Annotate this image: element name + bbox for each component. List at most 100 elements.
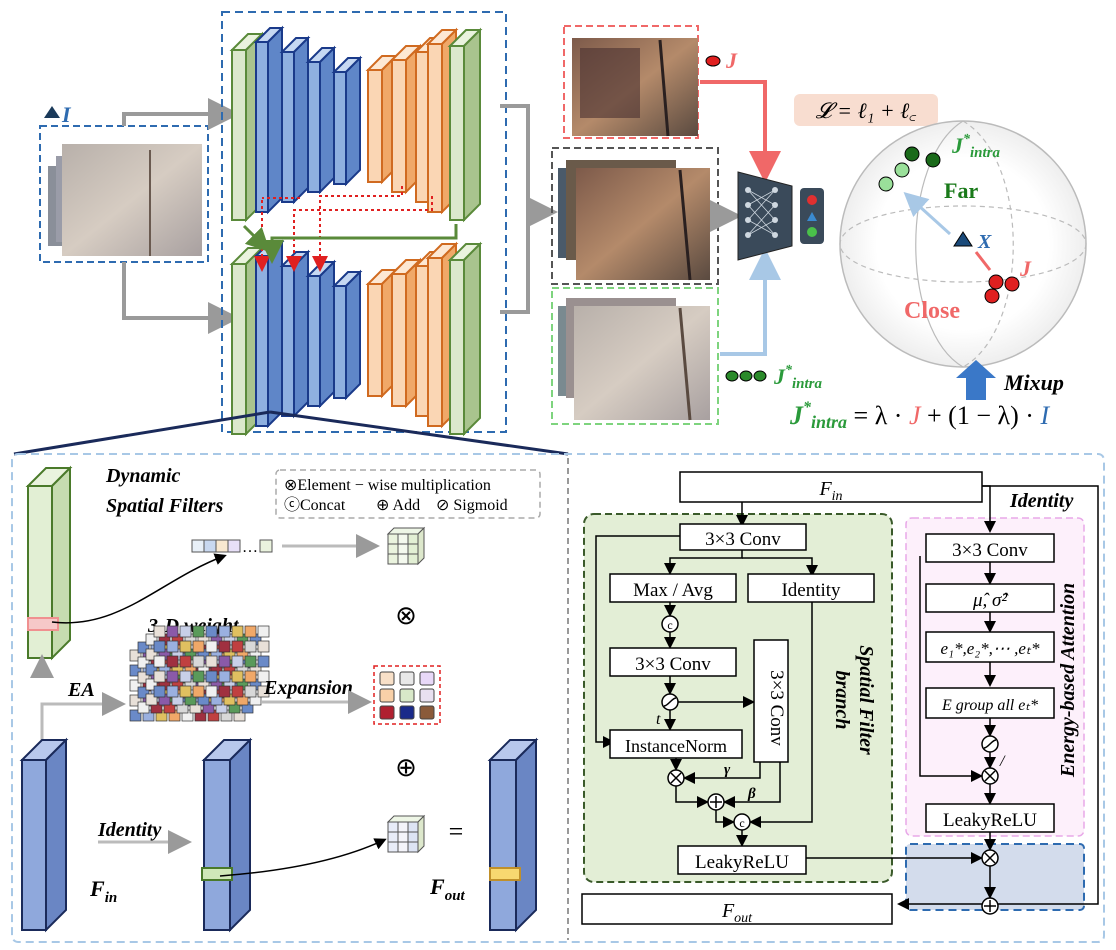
sf-branch-1: Spatial Filter [855,645,877,755]
j-dot [705,55,721,67]
fin-text: Fin [818,478,842,504]
filter-grid-top [386,526,426,566]
zoom-line-right [269,410,569,456]
conv-mid-box [609,647,737,677]
close-label: Close [904,298,960,324]
conv-ea-box [925,533,1055,563]
x-label: X [977,231,992,253]
conv-vert-text: 3×3 Conv [766,670,787,746]
input-hazy-stack [39,125,209,263]
ea-arrow [40,692,126,744]
identity-label: Identity [97,819,161,841]
intra-points [878,146,941,192]
fout-box [581,893,893,925]
input-arrow-bottom [122,262,240,334]
leaky-right-text: LeakyReLU [943,810,1037,831]
zoom-line-left [13,410,271,456]
intra-dots [725,370,767,382]
predicted-image-stack [551,147,719,285]
mult-node-3 [981,849,999,867]
expansion-label: Expansion [263,677,353,699]
sigmoid-node-2 [981,735,999,753]
legend-mult: ⊗Element − wise multiplication [284,477,491,494]
intra-image-stack [551,287,719,425]
mult-node-2 [981,767,999,785]
mixup-label: Mixup [1003,370,1064,395]
sphere-intra-label: J*intra [951,132,1001,161]
input-icon [44,106,60,118]
identity-slab [201,737,253,933]
ea-label: EA [67,679,95,701]
leaky-left-box [677,845,807,875]
fin-identity-line [897,485,1099,910]
green-link-1 [260,224,458,264]
network-box [221,11,507,433]
fin-label: Fin [89,876,117,906]
conv-ea-text: 3×3 Conv [952,540,1028,561]
dsf-title-2: Spatial Filters [106,495,223,517]
far-arrow [903,191,952,236]
add-to-concat [715,810,735,828]
conv-skip [595,535,680,748]
dsf-title-1: Dynamic [105,465,181,487]
ea-skip [919,556,983,782]
mu-sigma-text: μ̂, σ̂² [972,590,1009,611]
green-link-2 [242,224,271,253]
input-arrow-top [122,98,240,130]
mult-to-add [675,786,709,808]
unet-lower [229,239,483,437]
add-node-1 [707,793,725,811]
identity-title: Identity [1009,490,1073,512]
identity-box [747,573,875,603]
to-maxavg [664,550,743,575]
legend-box [275,469,541,519]
j-points [984,274,1020,304]
fout-text: Fout [721,900,753,926]
weight-cube [129,625,270,722]
beta-label: β [747,786,756,802]
conv-top-box [679,523,807,551]
discriminator-icon [737,171,824,261]
sf-branch-2: branch [831,671,853,730]
expanded-grid [373,665,441,725]
filter-tokens: … [191,539,273,556]
clear-image-stack [563,25,699,139]
sigmoid-node-1 [661,693,679,711]
fout-slab [487,737,539,933]
instnorm-text: InstanceNorm [625,736,727,756]
spatial-filter-bg [583,513,893,883]
intra-arrow [720,248,781,356]
svg-text:c: c [667,618,672,632]
e-stars-box [925,631,1055,663]
dynamic-filter-slab [25,465,73,661]
conv-mid-text: 3×3 Conv [635,654,711,675]
equals-symbol: = [449,817,464,846]
unet-upper [229,25,483,223]
filter-grid-bottom [386,814,426,854]
add-symbol: ⊕ [395,753,417,782]
legend-concat: ⓒConcat [284,496,346,514]
slab-to-tokens [51,553,227,624]
svg-text:c: c [739,816,744,830]
x-anchor [953,231,973,247]
loss-box [794,94,938,126]
conv-top-text: 3×3 Conv [705,529,781,550]
fin-box [679,471,983,503]
to-identity [742,557,818,577]
maxavg-box [609,573,737,603]
far-label: Far [944,178,978,203]
legend-sigmoid: ⊘ Sigmoid [436,497,508,514]
loss-text: 𝓛 = ℓ₁ + ℓ꜀ [816,98,917,123]
svg-text:…: … [242,539,258,556]
fin-to-ea [982,485,996,533]
identity-box-text: Identity [781,580,841,601]
concat-node-2: c [733,813,751,831]
e-stars-text: e₁*,e₂*,⋯ ,eₜ* [941,639,1040,658]
identity-to-concat [749,602,813,828]
mixup-equation: J*intra = λ · J + (1 − λ) · I [789,399,1050,432]
conv-vert-box [753,639,789,763]
instnorm-box [609,729,743,759]
slash-label: / [999,753,1006,770]
t-label: t [656,711,661,728]
gamma-line [683,762,761,784]
